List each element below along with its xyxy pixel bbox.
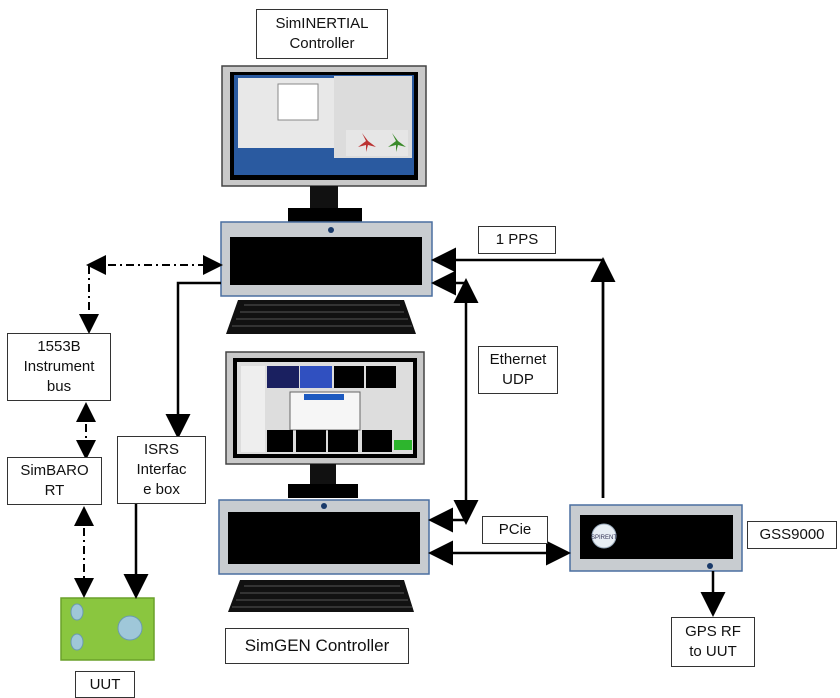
simgen-controller-label: SimGEN Controller bbox=[225, 628, 409, 664]
simbaro-rt-label: SimBARO RT bbox=[7, 457, 102, 505]
uut-label: UUT bbox=[75, 671, 135, 698]
ethernet-udp-label: Ethernet UDP bbox=[478, 346, 558, 394]
siminertial-pc bbox=[220, 221, 433, 297]
simgen-monitor bbox=[225, 351, 425, 498]
pps-label: 1 PPS bbox=[478, 226, 556, 254]
pcie-label: PCie bbox=[482, 516, 548, 544]
gss9000-label: GSS9000 bbox=[747, 521, 837, 549]
spirent-logo: SPIRENT bbox=[591, 535, 617, 541]
simgen-pc bbox=[218, 499, 430, 575]
top-keyboard bbox=[226, 300, 416, 334]
arrow-pc-isrs bbox=[165, 281, 221, 439]
instrument-bus-label: 1553B Instrument bus bbox=[7, 333, 111, 401]
gss9000-unit: SPIRENT bbox=[569, 504, 743, 572]
bottom-keyboard bbox=[228, 580, 414, 612]
gps-rf-label: GPS RF to UUT bbox=[671, 617, 755, 667]
isrs-interface-box-label: ISRS Interfac e box bbox=[117, 436, 206, 504]
siminertial-monitor bbox=[221, 65, 427, 222]
uut-board bbox=[60, 597, 155, 661]
siminertial-controller-label: SimINERTIAL Controller bbox=[256, 9, 388, 59]
